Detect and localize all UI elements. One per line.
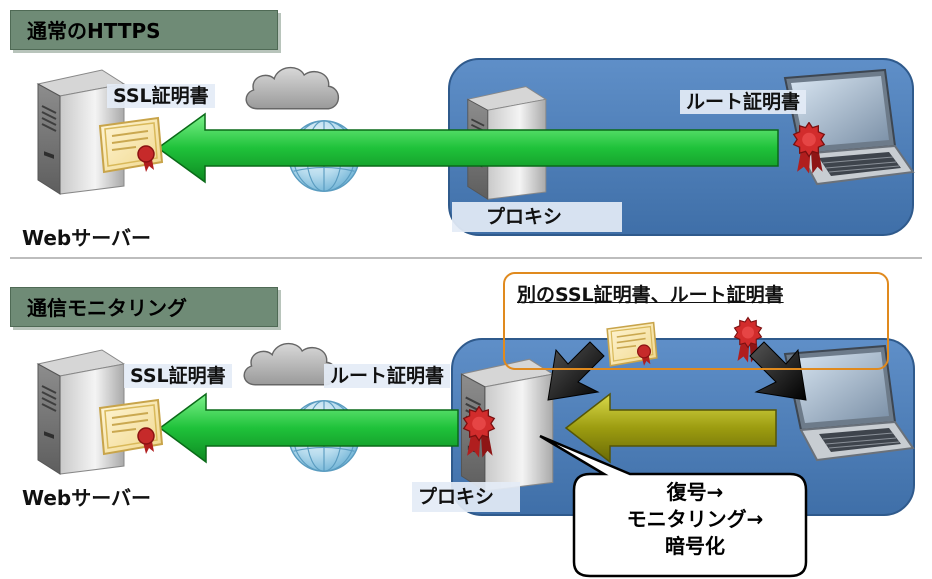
distribute-arrow-right [749,341,807,401]
section-title-normal-https: 通常のHTTPS [10,10,278,50]
web-server-label: Webサーバー [22,486,152,510]
callout-line-monitor: モニタリング→ [626,507,764,531]
certificate-icon [99,399,163,455]
root-cert-label: ルート証明書 [324,364,451,388]
cloud-icon [243,342,338,386]
alternate-cert-note-title: 別のSSL証明書、ルート証明書 [517,284,784,306]
callout-line-encrypt: 暗号化 [665,534,725,558]
certificate-icon [99,117,163,173]
callout-text: 復号→ モニタリング→ 暗号化 [584,479,806,560]
proxy-label: プロキシ [412,482,521,512]
web-server-label: Webサーバー [22,226,152,250]
https-arrow-bottom [158,392,459,464]
callout-line-decrypt: 復号→ [666,480,724,504]
section-title-monitoring: 通信モニタリング [10,287,278,327]
cloud-icon [245,66,340,110]
https-arrow-top [156,112,779,184]
alternate-cert-note: 別のSSL証明書、ルート証明書 [503,272,889,370]
distribute-arrow-left [547,341,605,401]
ssl-cert-label: SSL証明書 [124,364,232,388]
proxy-label: プロキシ [452,202,623,232]
root-cert-label: ルート証明書 [680,90,807,114]
callout-bubble [539,434,808,578]
intercepted-arrow [564,392,777,464]
ssl-cert-label: SSL証明書 [107,84,215,108]
